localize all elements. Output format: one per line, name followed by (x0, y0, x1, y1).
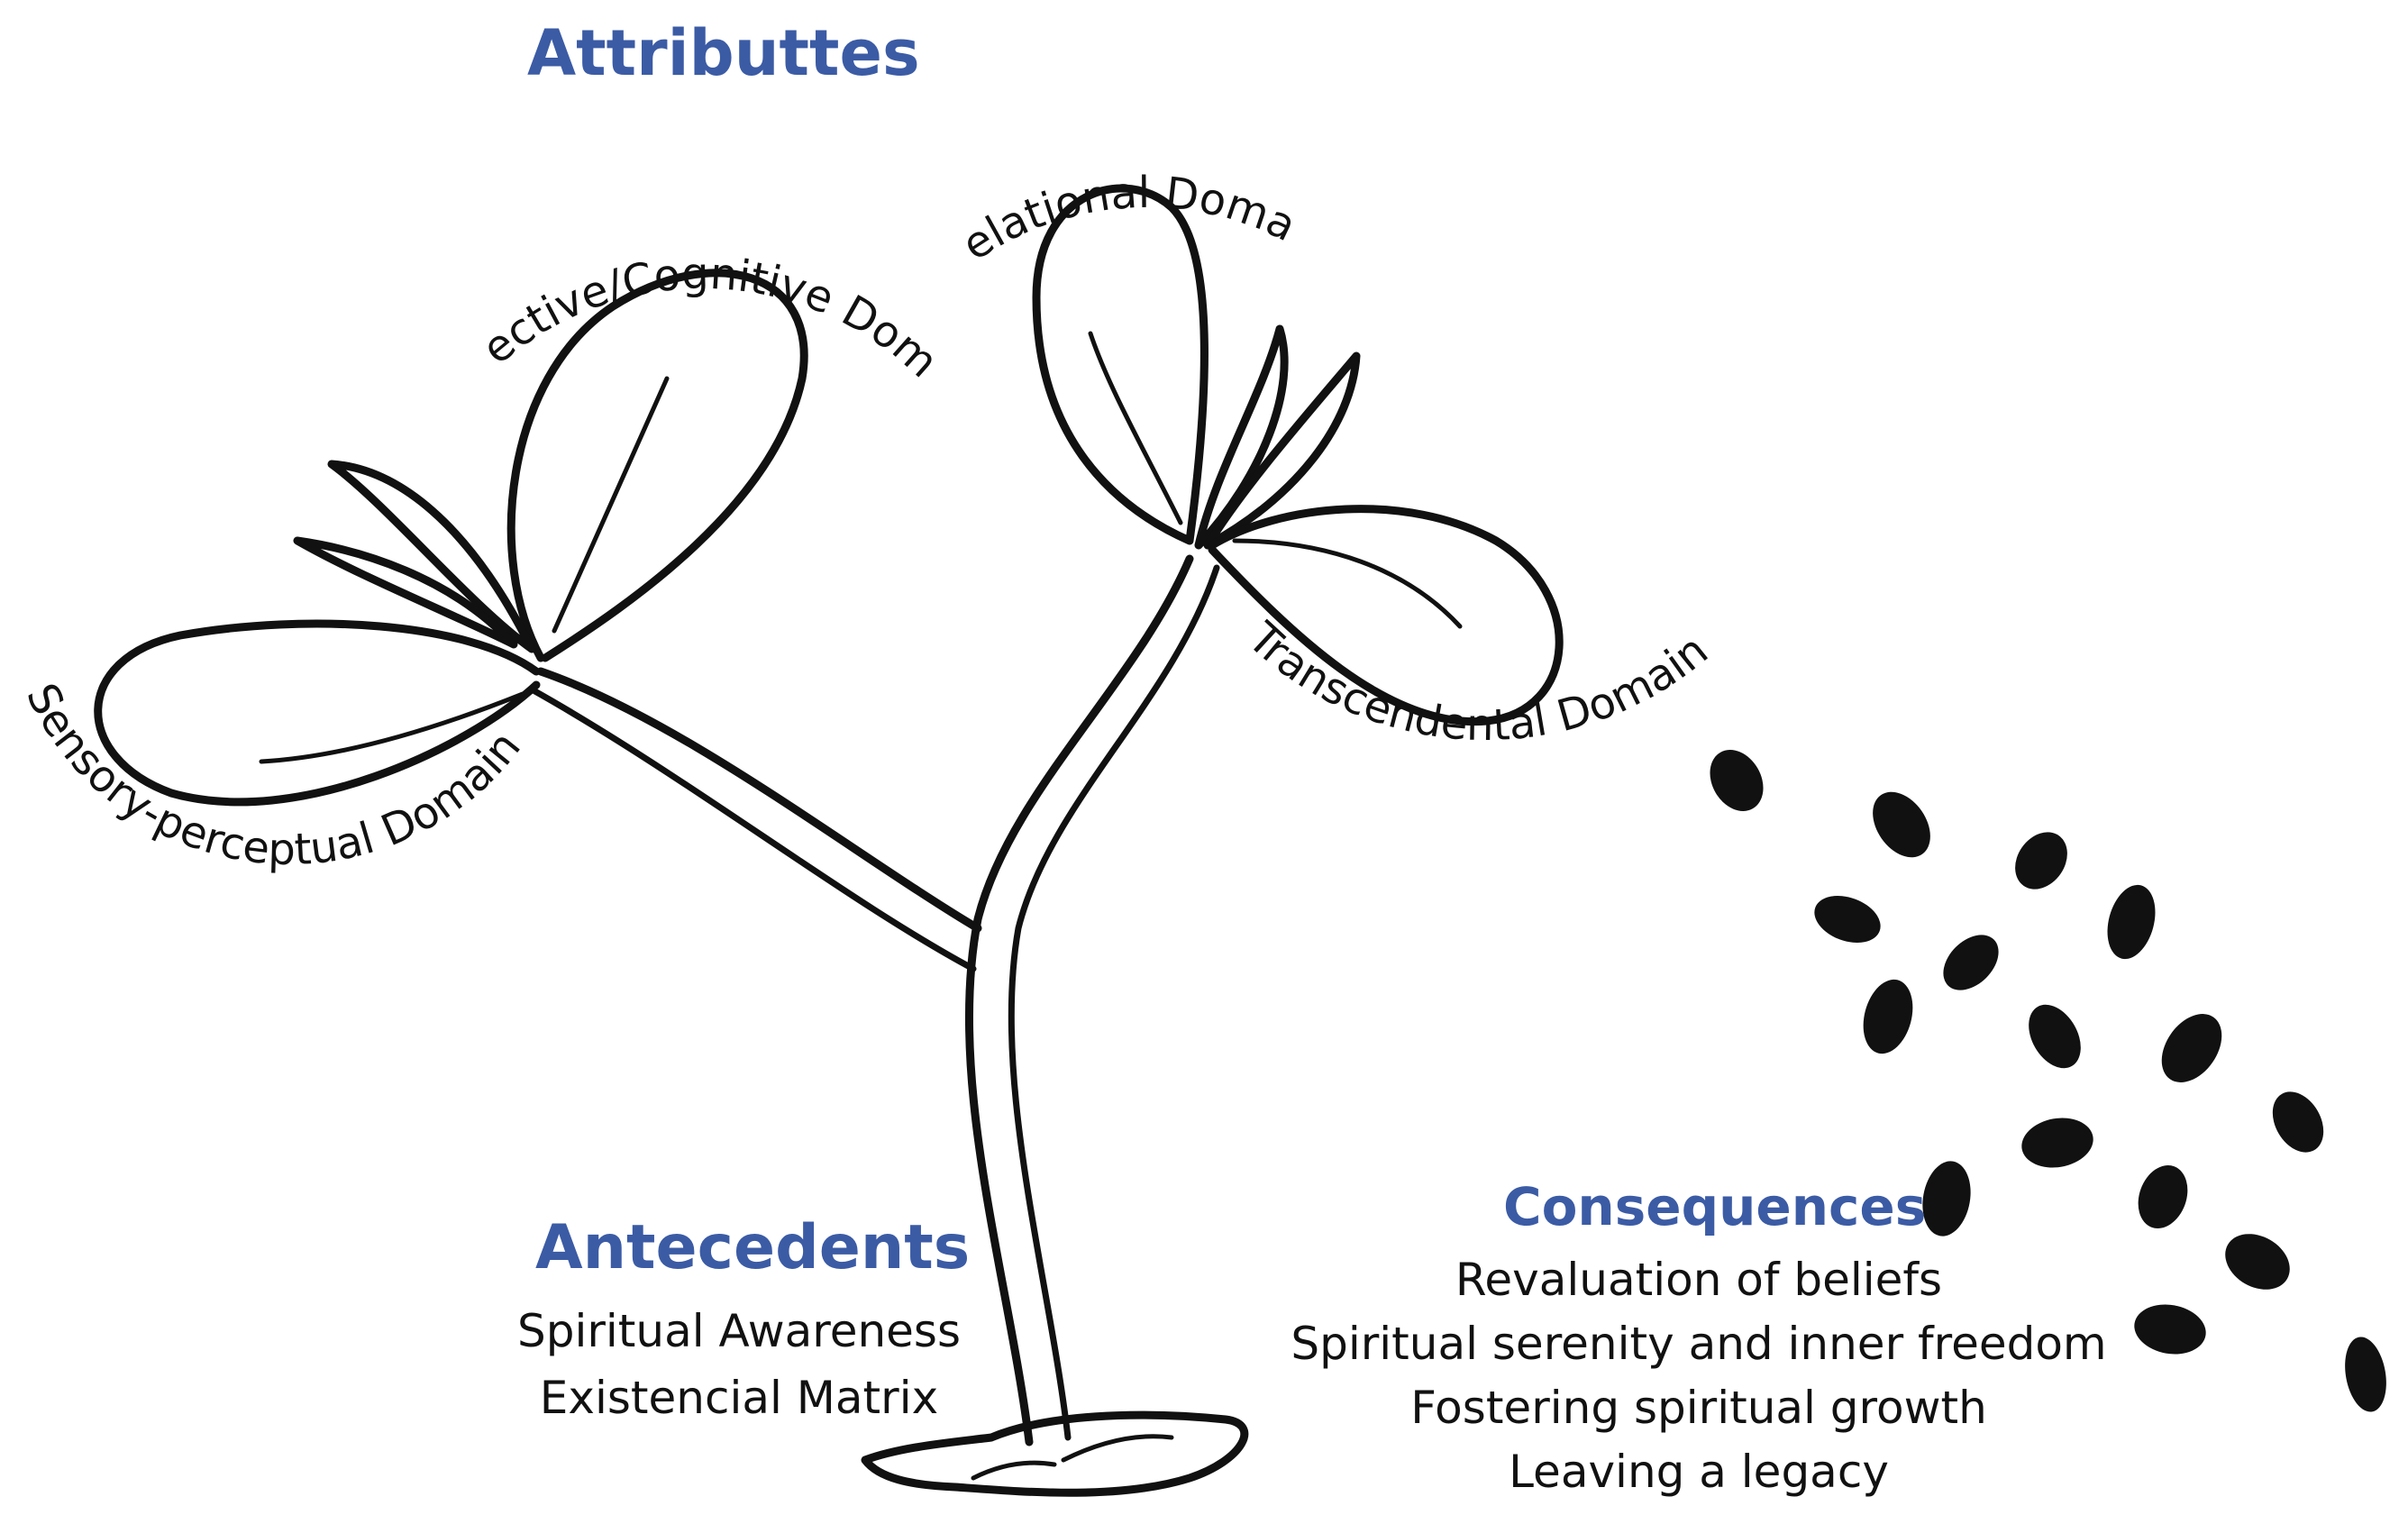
antecedents-list: Spiritual Awareness Existencial Matrix (487, 1298, 991, 1431)
consequence-item: Leaving a legacy (1509, 1446, 1889, 1498)
attributes-title: Attributtes (527, 16, 920, 90)
seed-icon (1863, 979, 1913, 1054)
seed-icon (2134, 1304, 2206, 1355)
affective-leaf-vein (552, 376, 670, 634)
relational-leaf (1032, 184, 1209, 545)
sensory-domain-label: Sensory-perceptual Domain (16, 676, 531, 876)
seed-icon (1710, 750, 1764, 811)
sprout-illustration (94, 184, 1564, 1497)
seed-icon (1943, 935, 1999, 990)
consequence-item: Revaluation of beliefs (1455, 1254, 1943, 1306)
antecedent-item: Spiritual Awareness (516, 1305, 962, 1357)
seed-icon (2107, 884, 2156, 960)
left-small-leaf-2 (293, 536, 518, 649)
transcendental-leaf-vein (1232, 538, 1463, 629)
soil-base (861, 1410, 1249, 1497)
seed-icon (2272, 1091, 2324, 1153)
affective-leaf (506, 269, 808, 662)
transcendental-domain-label: Transcendental Domain (1237, 612, 1717, 751)
left-small-leaf-1 (327, 460, 536, 653)
seed-icon (2138, 1165, 2188, 1228)
seed-icon (1873, 791, 1930, 858)
seed-icon (2161, 1014, 2222, 1082)
relational-leaf-vein (1088, 331, 1183, 525)
antecedent-item: Existencial Matrix (539, 1372, 939, 1424)
left-branch-inner (528, 686, 977, 972)
seed-icon (1922, 1161, 1971, 1237)
consequences-title: Consequences (1503, 1176, 1927, 1237)
sensory-leaf (94, 619, 541, 807)
antecedents-title: Antecedents (535, 1212, 971, 1283)
soil-detail-1 (1061, 1434, 1174, 1463)
seeds-group (1710, 750, 2386, 1412)
seed-icon (1814, 895, 1881, 944)
sensory-leaf-vein (259, 691, 525, 764)
seed-icon (2029, 1004, 2081, 1069)
right-small-leaf-2 (1203, 351, 1361, 550)
seed-icon (2345, 1337, 2386, 1412)
left-branch (536, 667, 982, 933)
seed-icon (2015, 832, 2067, 890)
main-stem-inner (1008, 564, 1220, 1441)
soil-detail-2 (971, 1460, 1057, 1481)
seed-icon (2021, 1118, 2093, 1168)
consequences-list: Revaluation of beliefs Spiritual serenit… (1262, 1248, 2136, 1504)
right-small-leaf-1 (1194, 324, 1289, 550)
seed-icon (2225, 1234, 2290, 1290)
consequence-item: Fostering spiritual growth (1410, 1382, 1987, 1434)
transcendental-leaf (1208, 505, 1564, 726)
consequence-item: Spiritual serenity and inner freedom (1291, 1318, 2107, 1370)
